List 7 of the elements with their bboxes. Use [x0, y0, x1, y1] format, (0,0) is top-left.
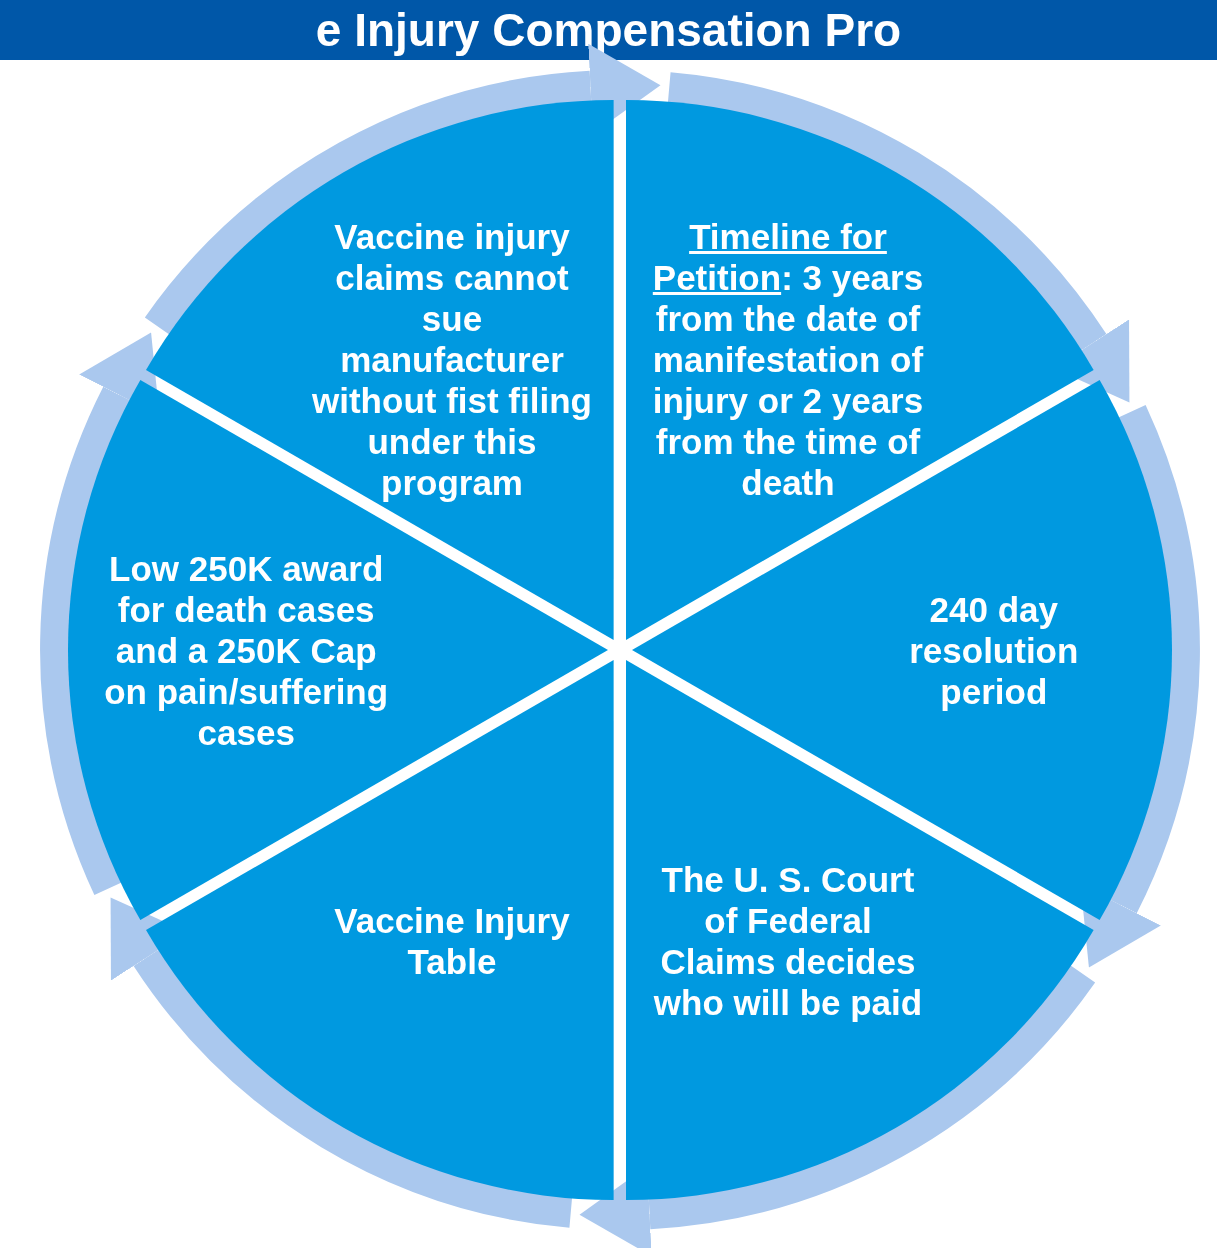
- segment-label: Vaccine injury claims cannot sue manufacturer without fist filing under this program: [312, 215, 592, 503]
- segment-label: Vaccine Injury Table: [333, 899, 571, 982]
- segment-label: Low 250K award for death cases and a 250K Cap on pain/suffering cases: [103, 547, 390, 753]
- segment-label: Timeline for Petition: 3 years from the date of manifestation of injury or 2 years from the time of death: [651, 215, 925, 503]
- title-banner: e Injury Compensation Pro: [0, 0, 1217, 60]
- segment-label: The U. S. Court of Federal Claims decides who will be paid: [652, 858, 924, 1023]
- segment-label: 240 day resolution period: [908, 588, 1080, 712]
